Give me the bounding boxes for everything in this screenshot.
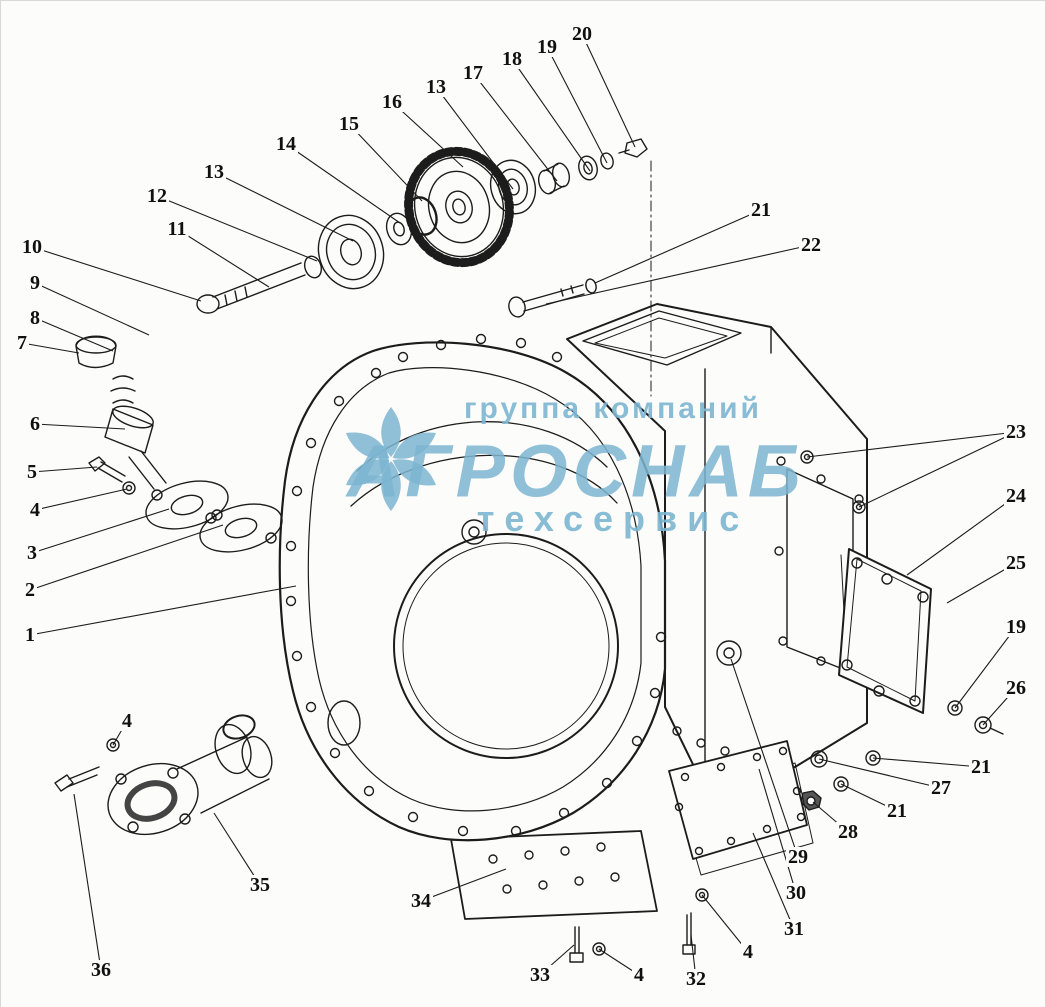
bottom-plate — [450, 830, 658, 963]
shaft-assembly — [196, 138, 648, 314]
breather-assembly — [75, 335, 283, 553]
sleeve-assembly — [54, 714, 273, 836]
side-bolt-22 — [508, 278, 597, 318]
side-cover — [838, 548, 1004, 735]
drain-plug-parts — [800, 750, 881, 811]
bottom-cover — [668, 740, 814, 955]
